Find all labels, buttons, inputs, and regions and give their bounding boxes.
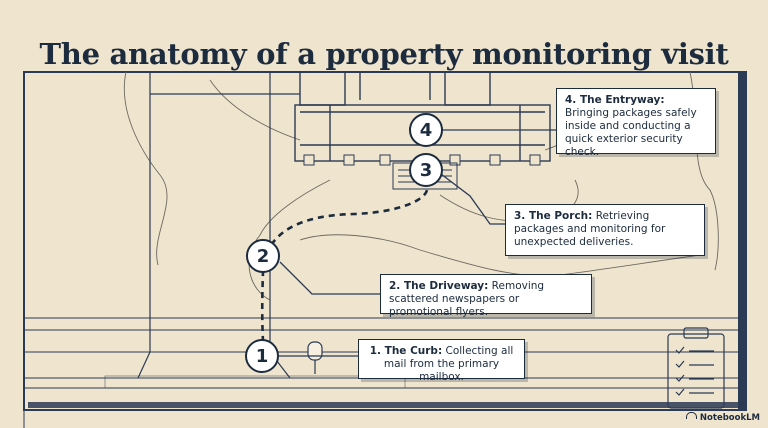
step-marker-3: 3 bbox=[409, 153, 443, 187]
walking-path bbox=[260, 189, 429, 343]
frame-bottom-bar bbox=[28, 402, 744, 408]
callout-driveway-text: Removing scattered newspapers or promoti… bbox=[389, 280, 545, 318]
mailbox-icon bbox=[307, 341, 323, 374]
leader-lines bbox=[279, 129, 556, 357]
windows bbox=[303, 154, 541, 166]
brand-label: NotebookLM bbox=[699, 413, 760, 423]
sidewalk bbox=[104, 375, 406, 389]
callout-entryway-text: Bringing packages safely inside and cond… bbox=[565, 107, 697, 158]
step-marker-4: 4 bbox=[409, 113, 443, 147]
callout-curb-heading: 1. The Curb: bbox=[369, 345, 443, 357]
brand-watermark: NotebookLM bbox=[685, 412, 760, 423]
callout-entryway: 4. The Entryway: Bringing packages safel… bbox=[556, 88, 716, 158]
callout-driveway: 2. The Driveway: Removing scattered news… bbox=[380, 274, 592, 318]
step-marker-1: 1 bbox=[245, 339, 279, 373]
callout-porch-heading: 3. The Porch: bbox=[514, 210, 593, 222]
page-title: The anatomy of a property monitoring vis… bbox=[39, 37, 729, 72]
callout-curb-text: Collecting all mail from the primary mai… bbox=[383, 345, 514, 383]
callout-porch-text: Retrieving packages and monitoring for u… bbox=[514, 210, 666, 248]
frame-right-bar bbox=[738, 72, 746, 410]
step-marker-2: 2 bbox=[246, 239, 280, 273]
notebooklm-logo-icon bbox=[685, 412, 697, 419]
callout-entryway-heading: 4. The Entryway: bbox=[565, 94, 665, 106]
left-corridor bbox=[137, 72, 300, 379]
callout-driveway-heading: 2. The Driveway: bbox=[389, 280, 489, 292]
clipboard-icon bbox=[667, 327, 725, 409]
callout-curb: 1. The Curb: Collecting all mail from th… bbox=[358, 339, 525, 383]
callout-porch: 3. The Porch: Retrieving packages and mo… bbox=[505, 204, 705, 256]
